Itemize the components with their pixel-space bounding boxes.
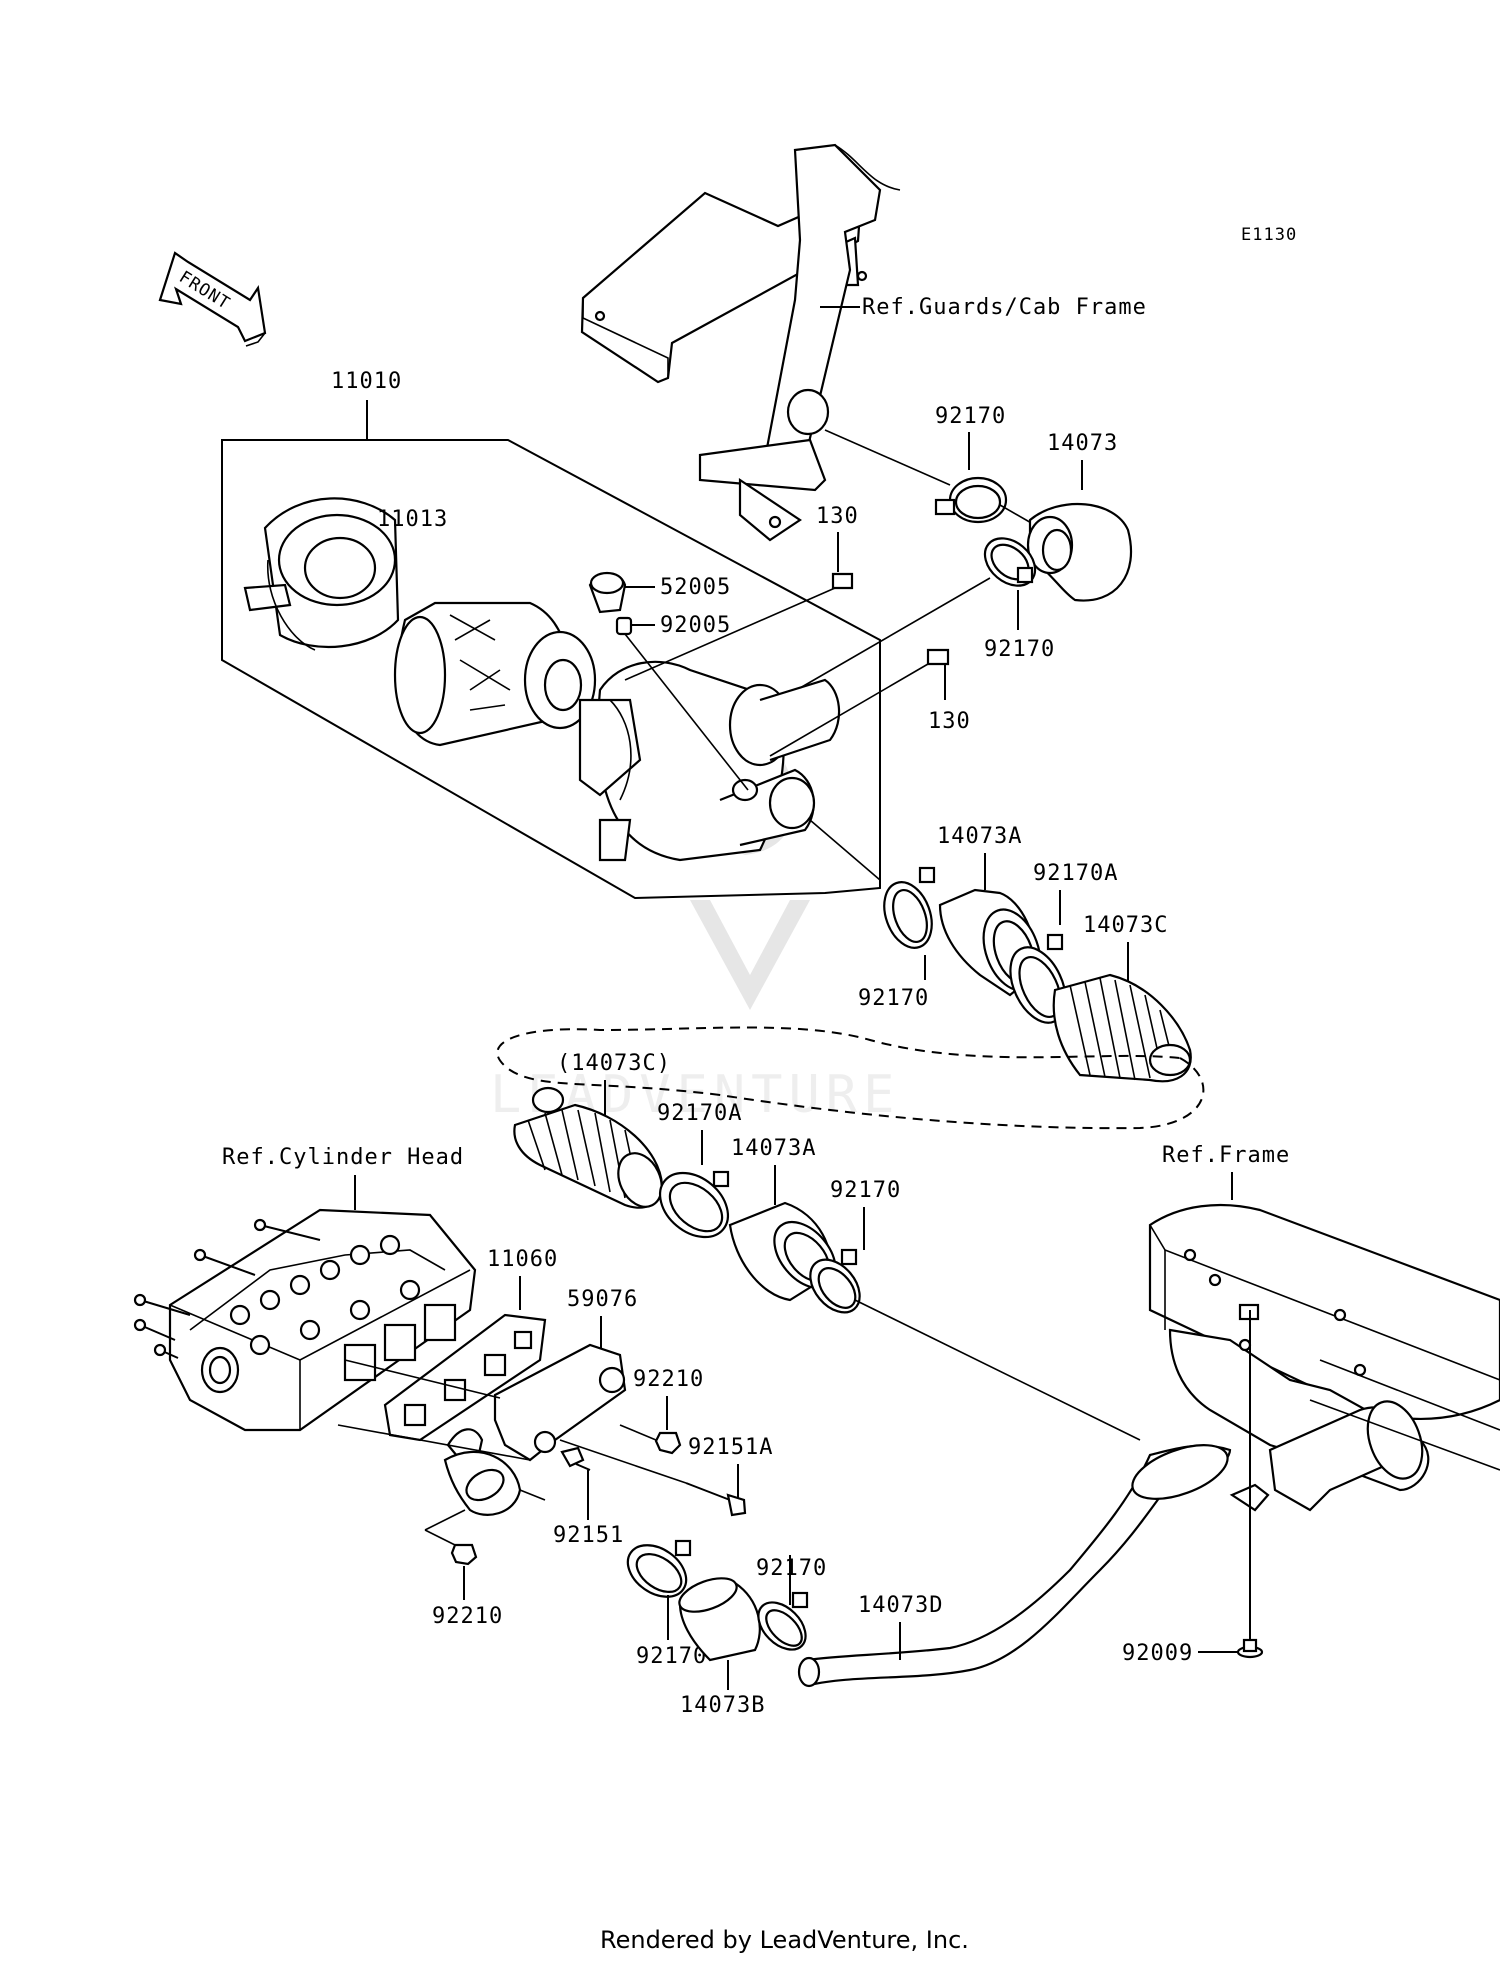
frame xyxy=(1148,1203,1500,1640)
part-92009-label: 92009 xyxy=(1122,1641,1193,1666)
part-92170A-top-label: 92170A xyxy=(1033,861,1118,886)
part-92170A-bot-label: 92170A xyxy=(657,1101,742,1126)
nut-92210a xyxy=(654,1431,682,1455)
hose-clamp-92170-bot xyxy=(809,1248,861,1314)
fitting-52005 xyxy=(588,571,627,614)
ref-cylinder-head: Ref.Cylinder Head xyxy=(222,1145,464,1170)
pipe-14073D xyxy=(797,1444,1232,1688)
hose-clamp-92170A-bot xyxy=(659,1170,730,1239)
hose-clamp-92170A-top xyxy=(1009,933,1067,1024)
part-14073-label: 14073 xyxy=(1047,431,1118,456)
part-52005-label: 52005 xyxy=(660,575,731,600)
cab-frame-bracket xyxy=(580,143,901,542)
part-59076-label: 59076 xyxy=(567,1287,638,1312)
assembly-11010-outline: 11010 xyxy=(221,369,881,900)
hose-14073B xyxy=(678,1577,761,1662)
hose-clamp-92170-left xyxy=(883,866,936,949)
part-92170-left-label: 92170 xyxy=(858,986,929,1011)
bolt-130b xyxy=(926,648,950,666)
part-130b-label: 130 xyxy=(928,709,971,734)
hose-clamp-92170-lower2 xyxy=(757,1591,809,1651)
part-11010-label: 11010 xyxy=(331,369,402,394)
bellows-14073C-ref xyxy=(513,1086,664,1209)
bellows-14073C xyxy=(1052,973,1192,1083)
hose-clamp-92170-top xyxy=(934,476,1008,524)
ref-guards-cab-frame: Ref.Guards/Cab Frame xyxy=(862,295,1147,320)
screw-92009 xyxy=(1236,1638,1264,1659)
air-cleaner-cap xyxy=(243,497,400,651)
part-14073A-bot-label: 14073A xyxy=(731,1136,816,1161)
part-14073D-label: 14073D xyxy=(858,1593,943,1618)
part-11013-label: 11013 xyxy=(377,507,448,532)
bolt-92151 xyxy=(560,1446,591,1471)
manifold-59076 xyxy=(443,1343,627,1516)
hose-clamp-92170-lower1 xyxy=(626,1539,692,1598)
diagram-code: E1130 xyxy=(1241,225,1297,245)
part-14073B-label: 14073B xyxy=(680,1693,765,1718)
part-92210a-label: 92210 xyxy=(633,1367,704,1392)
part-92170-bot-label: 92170 xyxy=(830,1178,901,1203)
part-92151A-label: 92151A xyxy=(688,1435,773,1460)
ref-frame: Ref.Frame xyxy=(1162,1143,1290,1168)
part-92210b-label: 92210 xyxy=(432,1604,503,1629)
footer-credit: Rendered by LeadVenture, Inc. xyxy=(600,1926,969,1954)
filter-element xyxy=(393,601,597,747)
part-130a-label: 130 xyxy=(816,504,859,529)
elbow-14073 xyxy=(1026,502,1133,602)
air-cleaner-body xyxy=(578,660,841,862)
part-14073A-top-label: 14073A xyxy=(937,824,1022,849)
part-92151-label: 92151 xyxy=(553,1523,624,1548)
nut-92210b xyxy=(450,1543,478,1566)
part-11060-label: 11060 xyxy=(487,1247,558,1272)
cylinder-head xyxy=(133,1208,477,1432)
continuation-loop xyxy=(496,1026,1205,1130)
plug-92005 xyxy=(615,616,633,636)
part-92170-mid-label: 92170 xyxy=(984,637,1055,662)
part-92170-lower2-label: 92170 xyxy=(756,1556,827,1581)
part-92005-label: 92005 xyxy=(660,613,731,638)
front-arrow-icon: FRONT xyxy=(158,251,267,347)
hose-clamp-92170-mid xyxy=(983,537,1037,587)
part-92170-top-label: 92170 xyxy=(935,404,1006,429)
bolt-130a xyxy=(831,572,854,590)
part-14073C-label: 14073C xyxy=(1083,913,1168,938)
stud-92151A xyxy=(685,1482,747,1517)
part-92170-lower1-label: 92170 xyxy=(636,1644,707,1669)
part-14073C-ref-label: (14073C) xyxy=(557,1051,671,1076)
